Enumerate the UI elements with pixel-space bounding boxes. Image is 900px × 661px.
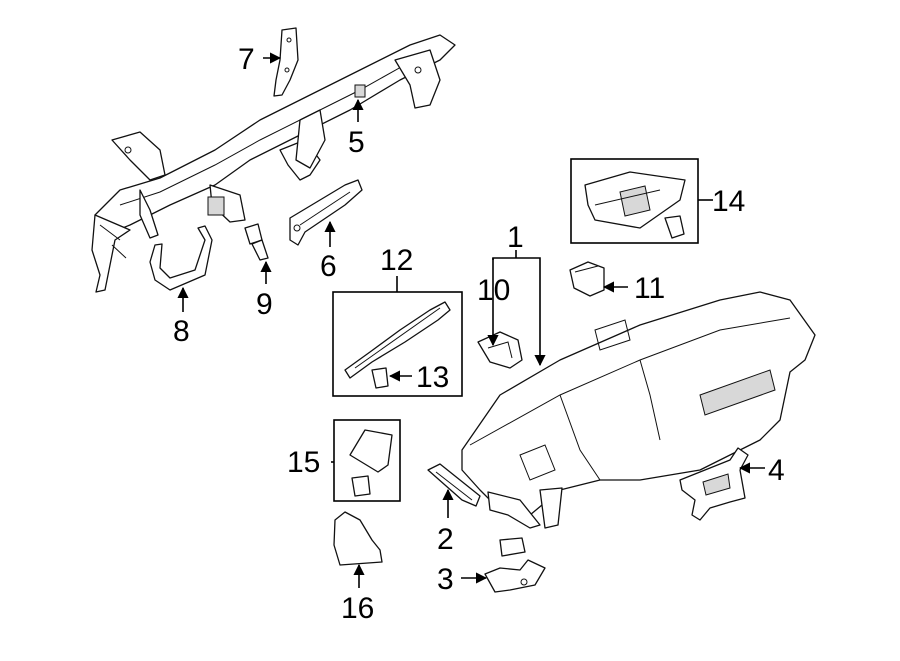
callout-4: 4 [768,454,785,487]
vent-part-10 [477,331,523,369]
callout-14: 14 [712,185,745,218]
strap-part-8 [149,225,213,291]
callout-3: 3 [437,563,454,596]
callout-7: 7 [238,43,255,76]
callout-12: 12 [380,244,413,277]
bracket-part-6 [289,179,363,246]
molding-part-2 [427,463,481,507]
callout-5: 5 [348,126,365,159]
trim-part-16 [333,511,383,566]
clip-part-13 [371,367,389,389]
callout-2: 2 [437,523,454,556]
callout-11: 11 [634,272,665,305]
cover-part-15 [349,429,393,497]
callout-6: 6 [320,250,337,283]
callout-15: 15 [287,446,320,479]
leader-lines [177,52,765,588]
bracket-part-3 [484,537,546,593]
instrument-panel [461,291,816,529]
panel-part-14 [584,171,686,239]
callout-10: 10 [477,274,510,307]
callout-8: 8 [173,315,190,348]
callout-13: 13 [416,361,449,394]
bracket-part-4 [679,447,749,521]
duct-part-12 [344,301,451,379]
clip-part-11 [569,261,605,297]
kit-box-15 [333,419,401,502]
bolt-part-9 [244,223,269,261]
kit-box-14 [570,158,699,244]
callout-16: 16 [341,592,374,625]
callout-9: 9 [256,288,273,321]
bracket-part-7 [273,27,299,97]
callout-1: 1 [507,221,524,254]
cross-car-beam [91,34,456,293]
